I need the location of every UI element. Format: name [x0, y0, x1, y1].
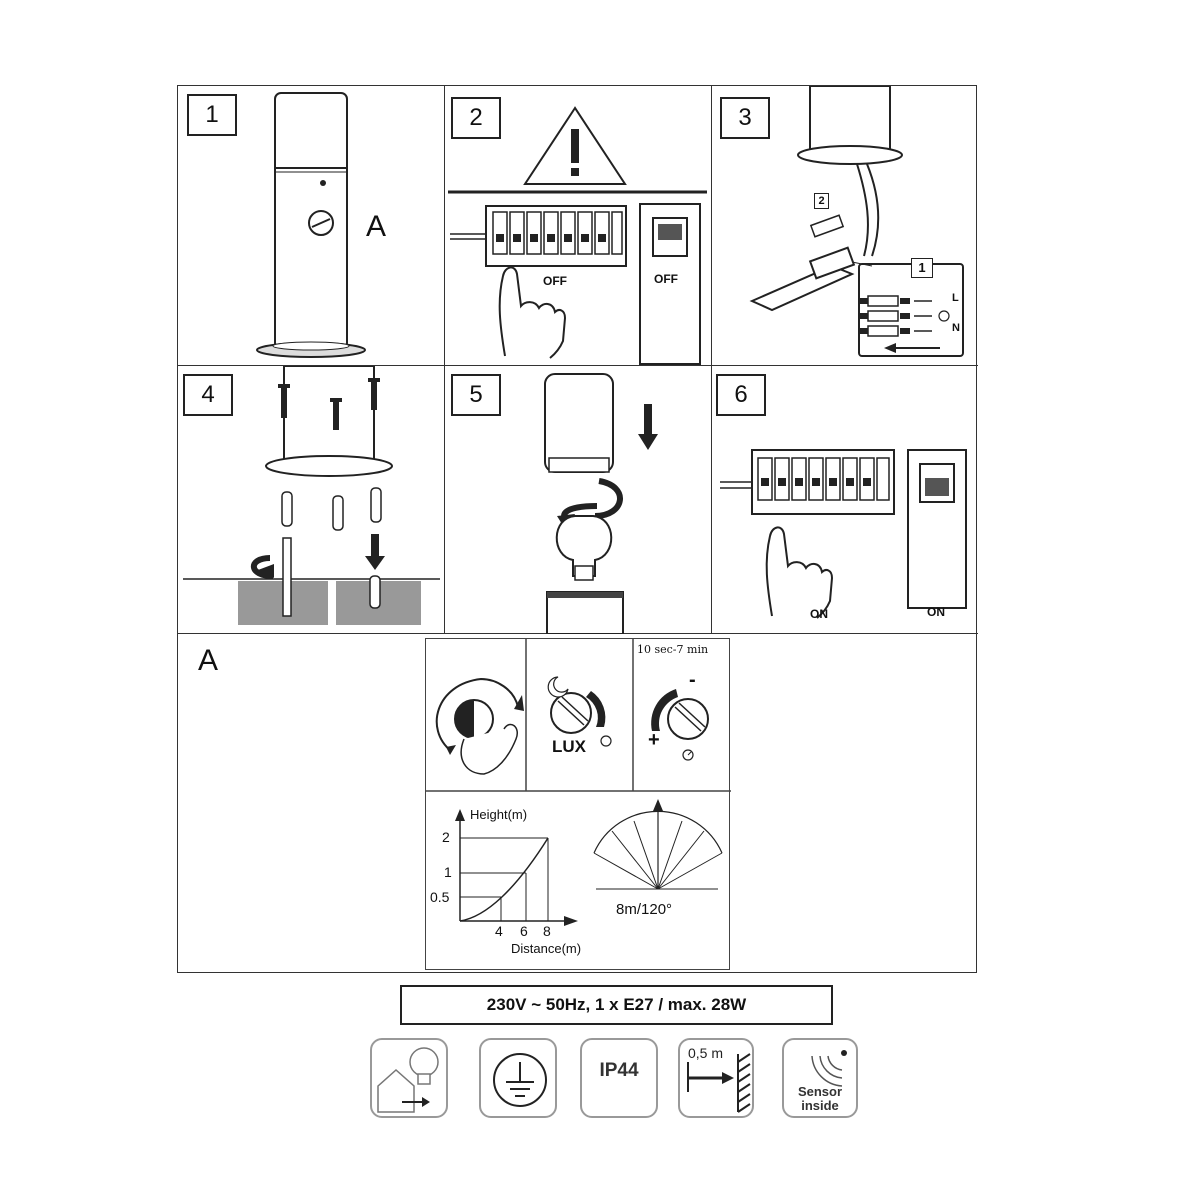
step-1-panel: 1 A	[178, 86, 445, 366]
y-tick-2: 2	[442, 829, 450, 845]
x-tick-8: 8	[543, 923, 551, 939]
time-dial-icon	[651, 689, 709, 761]
sensor-inside-icon: Sensor inside	[782, 1038, 858, 1118]
bollard-lamp-illustration	[256, 92, 366, 358]
detection-height-chart	[455, 809, 578, 926]
time-plus-label: +	[648, 729, 660, 751]
step-number: 1	[187, 94, 237, 136]
lux-dial-icon	[547, 676, 612, 747]
y-tick-0-5: 0.5	[430, 889, 450, 905]
power-on-illustration	[720, 449, 967, 619]
distance-axis-label: Distance(m)	[511, 941, 582, 956]
bulb-install-illustration	[544, 373, 658, 634]
settings-dials	[426, 639, 731, 926]
terminal-L-label: L	[952, 292, 959, 304]
ip44-icon: IP44	[580, 1038, 658, 1118]
earth-ground-icon	[479, 1038, 557, 1118]
sensor-label: A	[366, 210, 387, 243]
detection-angle-diagram	[593, 799, 723, 890]
step-number: 5	[451, 374, 501, 416]
sensor-settings-diagram: LUX 10 sec-7 min - + Height(m) 2 1 0.5 4…	[425, 638, 731, 970]
range-label: 8m/120°	[616, 901, 673, 918]
settings-label: A	[198, 644, 219, 677]
step-number: 4	[183, 374, 233, 416]
step-6-panel: 6 ON ON	[712, 366, 978, 634]
breaker-on-label: ON	[810, 607, 828, 621]
step-number: 6	[716, 374, 766, 416]
x-tick-4: 4	[495, 923, 503, 939]
switch-on-label: ON	[927, 605, 945, 619]
time-minus-label: -	[689, 669, 696, 691]
min-distance-label: 0,5 m	[688, 1045, 724, 1061]
height-axis-label: Height(m)	[470, 807, 528, 822]
step-4-panel: 4	[178, 366, 445, 634]
x-tick-6: 6	[520, 923, 528, 939]
switch-off-label: OFF	[654, 272, 678, 286]
terminal-N-label: N	[952, 322, 960, 334]
step-3-panel: 3 2 1 L N	[712, 86, 978, 366]
lux-label: LUX	[552, 737, 586, 756]
breaker-off-label: OFF	[543, 274, 567, 288]
wiring-illustration	[749, 86, 964, 357]
step-2-panel: 2 OFF OFF	[445, 86, 712, 366]
power-off-illustration	[448, 106, 707, 365]
sensor-settings-panel: A	[178, 634, 978, 972]
step-number: 3	[720, 97, 770, 139]
mounting-illustration	[183, 366, 440, 625]
step-number: 2	[451, 97, 501, 139]
time-range-label: 10 sec-7 min	[637, 643, 709, 656]
min-distance-icon: 0,5 m	[678, 1038, 754, 1118]
step-5-panel: 5	[445, 366, 712, 634]
instruction-grid: 1 A	[177, 85, 978, 973]
outdoor-bulb-icon	[370, 1038, 448, 1118]
sub-step-2-label: 2	[814, 193, 829, 209]
ip-rating-label: IP44	[599, 1060, 639, 1081]
electrical-rating: 230V ~ 50Hz, 1 x E27 / max. 28W	[400, 985, 833, 1025]
sensor-label-line1: Sensor	[797, 1084, 843, 1099]
rotate-dial-icon	[435, 677, 524, 775]
sub-step-1-label: 1	[911, 258, 933, 278]
y-tick-1: 1	[444, 864, 452, 880]
sensor-label-line2: inside	[801, 1098, 839, 1113]
